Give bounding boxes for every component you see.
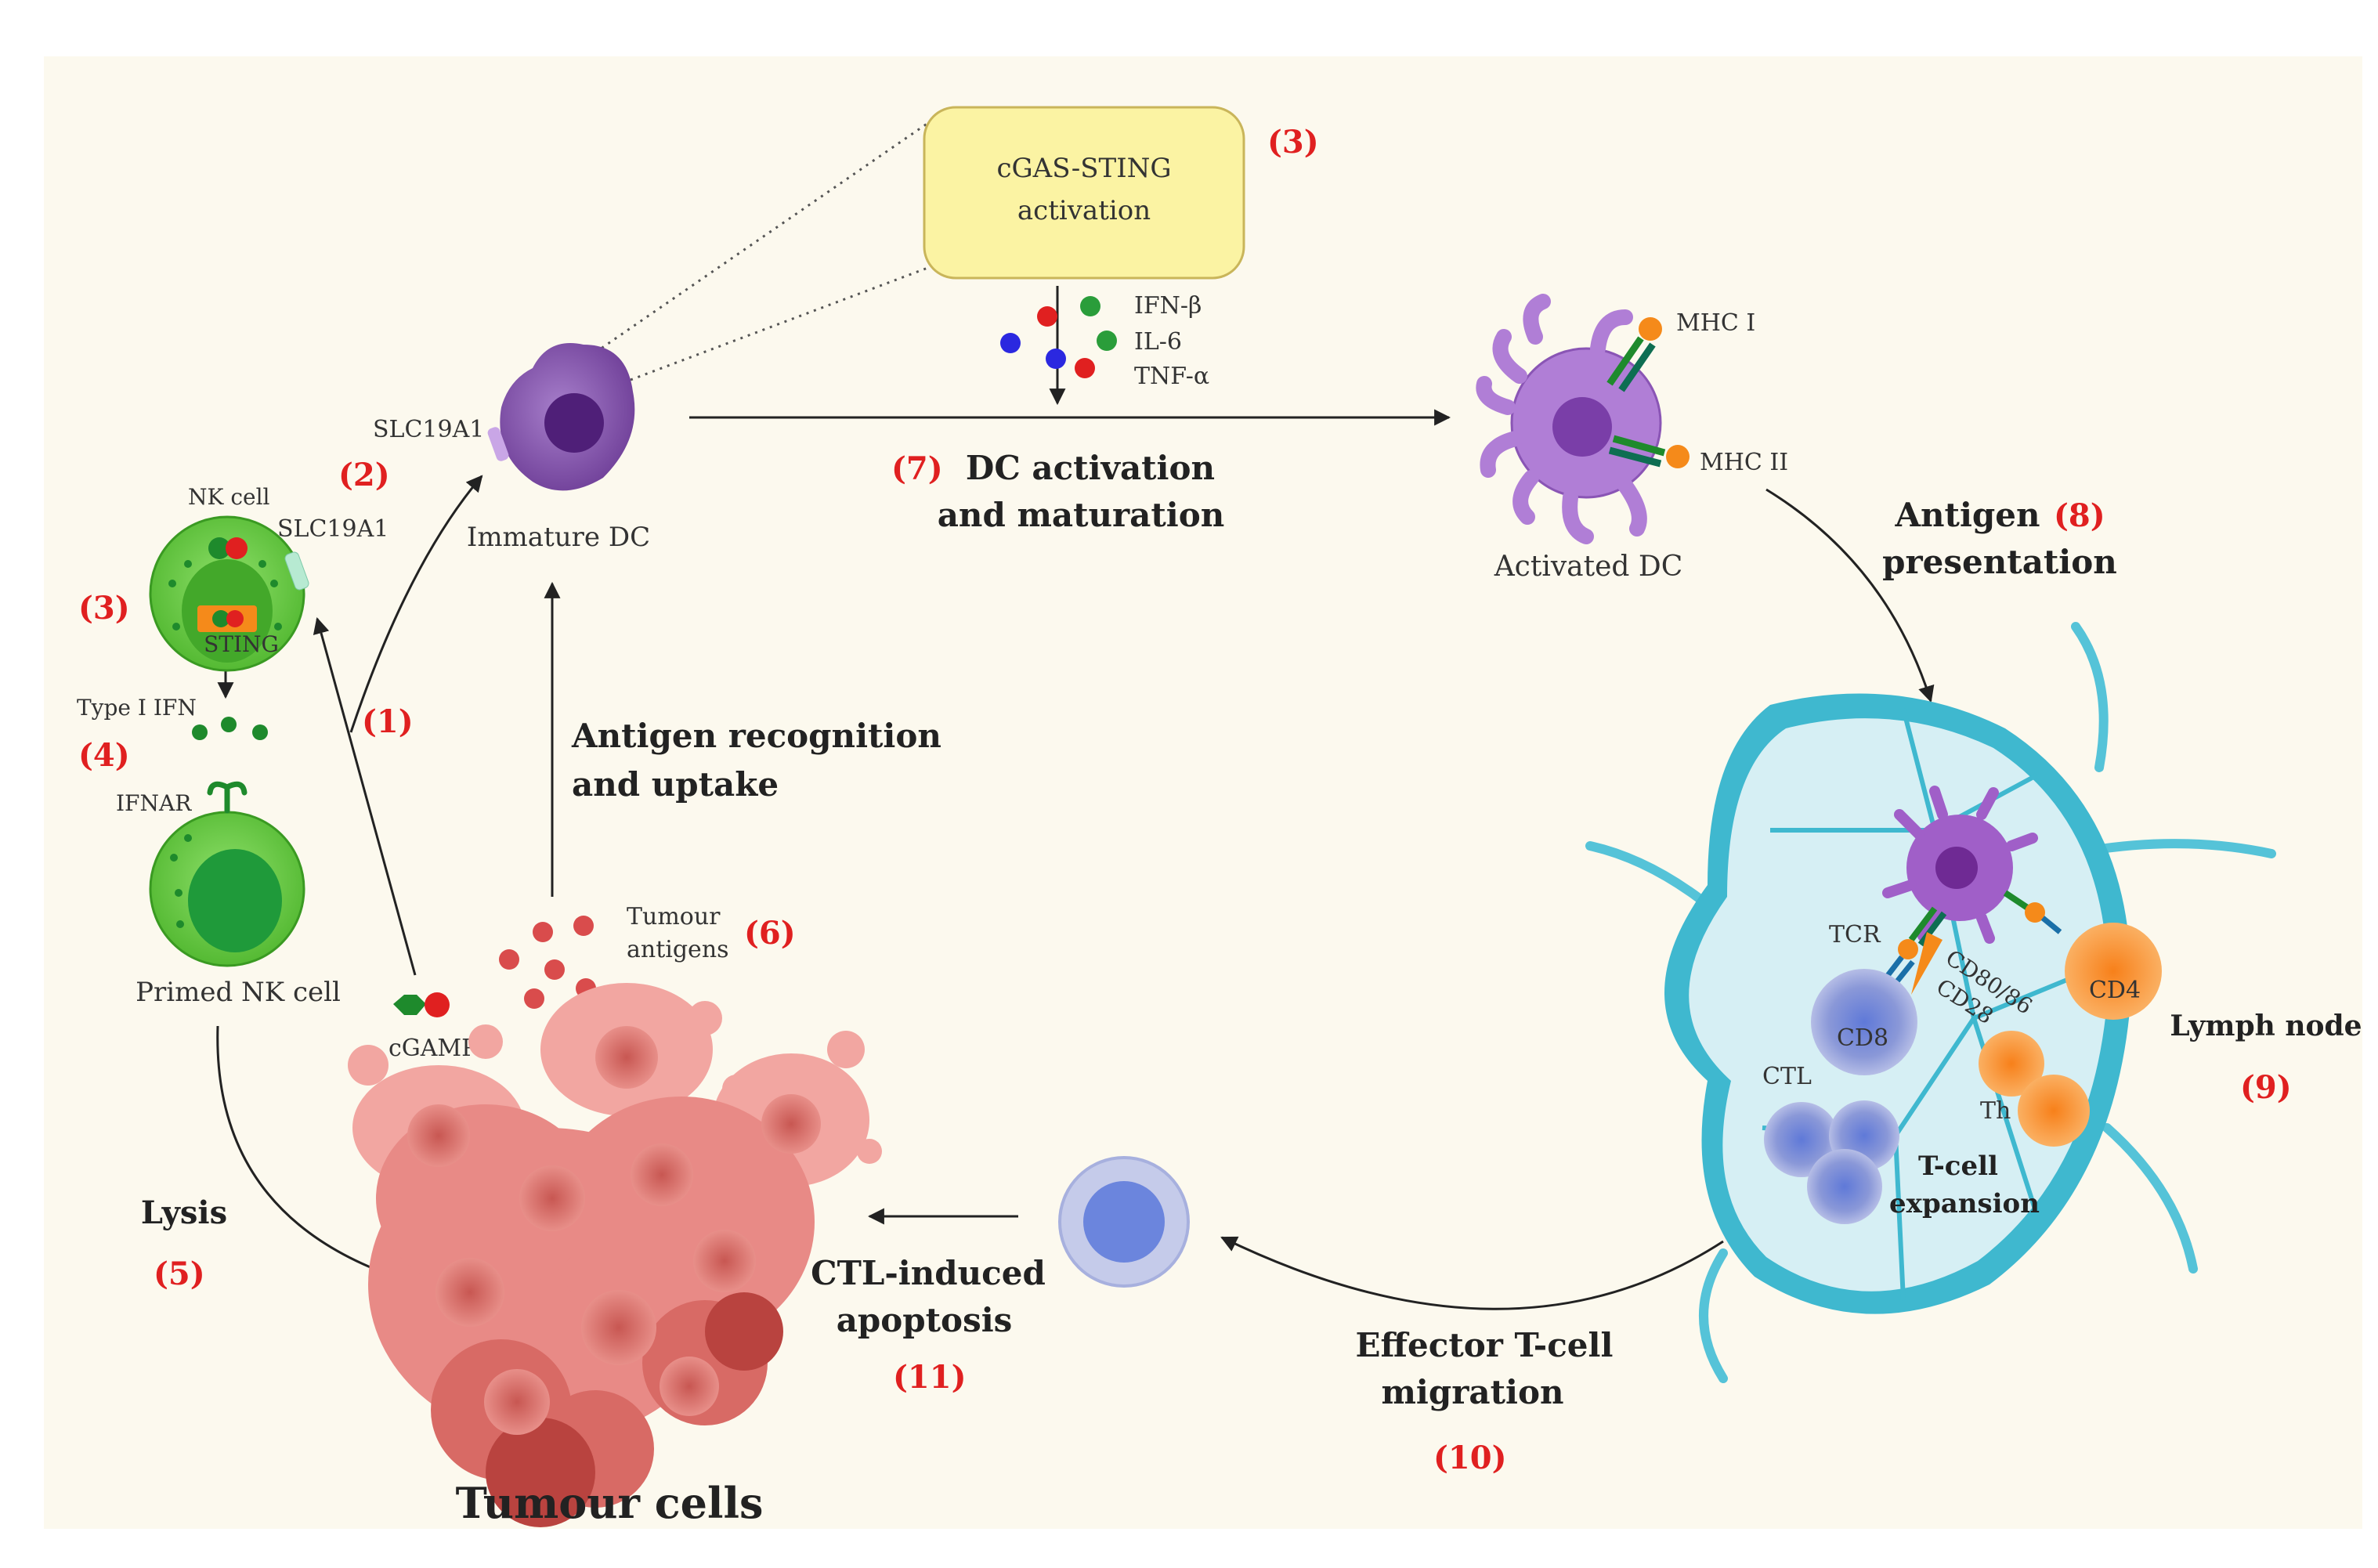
th-label: Th xyxy=(1980,1097,2011,1125)
immature-dc-label: Immature DC xyxy=(467,522,650,553)
antigen-recognition-label-2: and uptake xyxy=(572,765,779,804)
effector-t-cell xyxy=(1058,1156,1190,1288)
arrow-cgamp-to-dc xyxy=(349,475,483,733)
type-i-ifn-dots xyxy=(192,717,268,740)
il6-label: IL-6 xyxy=(1134,328,1182,356)
mhc-ii-label: MHC II xyxy=(1700,449,1788,476)
effector-migration-label-1: Effector T-cell xyxy=(1356,1326,1614,1364)
type-i-ifn-label: Type I IFN xyxy=(77,695,197,721)
lymph-node-label: Lymph node xyxy=(2170,1010,2362,1042)
effector-migration-label-2: migration xyxy=(1381,1373,1563,1411)
t-cell-expansion-label-1: T-cell xyxy=(1918,1151,1998,1182)
process-labels: Lysis DC activation and maturation Antig… xyxy=(141,449,2117,1411)
arrow-antigen-presentation xyxy=(1765,488,1935,703)
step-8: (8) xyxy=(2054,497,2105,534)
tumour-cells-label: Tumour cells xyxy=(456,1478,764,1528)
antigen-recognition-label-1: Antigen recognition xyxy=(571,717,941,755)
tnf-alpha-label: TNF-α xyxy=(1134,363,1209,390)
step-1: (1) xyxy=(362,703,414,740)
step-3-cgas: (3) xyxy=(1267,124,1319,161)
lymph-node xyxy=(1585,622,2276,1383)
ifnar-label: IFNAR xyxy=(116,790,192,816)
cgamp-label: cGAMP xyxy=(389,1035,477,1062)
step-5: (5) xyxy=(154,1255,205,1292)
cgamp-molecule xyxy=(393,992,450,1017)
t-cell-expansion-label-2: expansion xyxy=(1889,1188,2040,1219)
ctl-label: CTL xyxy=(1762,1063,1812,1090)
primed-nk-label: Primed NK cell xyxy=(136,977,341,1008)
sting-label: STING xyxy=(204,631,279,657)
ifn-beta-label: IFN-β xyxy=(1134,292,1202,320)
step-7: (7) xyxy=(891,450,943,487)
tumour-antigens-label-2: antigens xyxy=(627,936,729,963)
arrow-lysis xyxy=(216,1025,416,1287)
cd4-label: CD4 xyxy=(2089,977,2141,1004)
ctl-apoptosis-label-1: CTL-induced xyxy=(811,1254,1046,1292)
lysis-label: Lysis xyxy=(141,1194,227,1231)
step-4: (4) xyxy=(78,737,130,774)
arrow-cgamp-to-nk xyxy=(313,616,417,976)
nk-cell-label: NK cell xyxy=(188,484,270,510)
cytokine-dots xyxy=(1000,296,1117,378)
primed-nk-cell xyxy=(149,781,305,967)
zoom-lines xyxy=(594,116,937,381)
mhc-receptors xyxy=(1606,317,1690,468)
tumour-mass xyxy=(348,983,882,1527)
cgas-box-line2: activation xyxy=(1017,195,1151,226)
arrow-effector-migration xyxy=(1220,1236,1724,1310)
slc19a1-nk-label: SLC19A1 xyxy=(277,515,389,543)
step-10: (10) xyxy=(1433,1440,1507,1476)
immature-dc-cell xyxy=(487,343,635,491)
tcr-label: TCR xyxy=(1829,921,1881,948)
tumour-antigens-label-1: Tumour xyxy=(627,903,721,930)
step-11: (11) xyxy=(893,1359,967,1396)
activated-dc-label: Activated DC xyxy=(1494,551,1683,583)
antigen-presentation-label-2: presentation xyxy=(1882,543,2117,581)
step-6: (6) xyxy=(744,915,796,952)
dc-activation-label-1: DC activation xyxy=(966,449,1215,487)
cgas-box-line1: cGAS-STING xyxy=(996,153,1171,184)
slc19a1-dc-label: SLC19A1 xyxy=(373,416,484,443)
step-2: (2) xyxy=(338,457,390,493)
step-9: (9) xyxy=(2240,1069,2292,1106)
dc-activation-label-2: and maturation xyxy=(938,496,1225,534)
antigen-presentation-label-1: Antigen xyxy=(1894,496,2040,534)
connector-arrows xyxy=(216,286,1935,1310)
step-numbers: (1) (2) (3) (3) (4) (5) (6) (7) (8) (9) … xyxy=(78,124,2292,1476)
step-3-nk: (3) xyxy=(78,590,130,627)
cgas-sting-box xyxy=(923,106,1245,280)
mhc-i-label: MHC I xyxy=(1676,309,1755,337)
ctl-apoptosis-label-2: apoptosis xyxy=(837,1301,1013,1339)
nk-cell xyxy=(149,515,309,672)
cd8-label: CD8 xyxy=(1837,1024,1888,1052)
